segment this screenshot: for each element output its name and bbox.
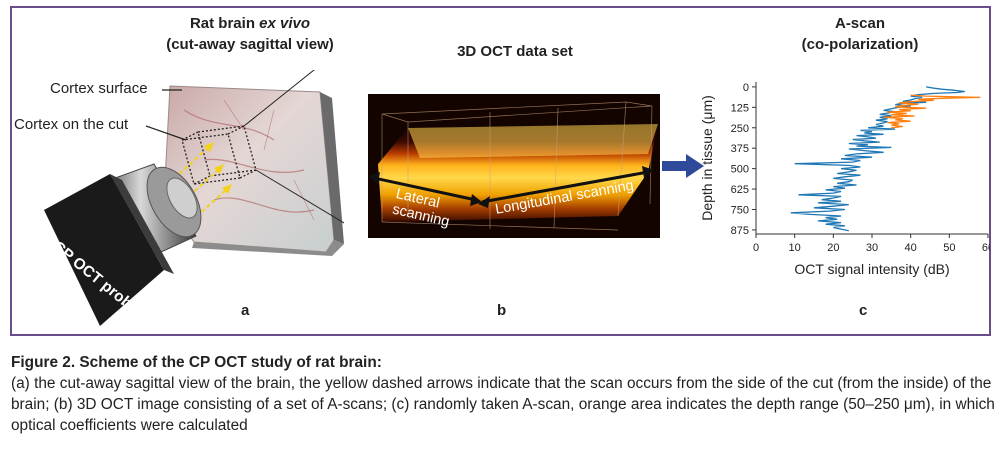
- x-axis-label: OCT signal intensity (dB): [794, 261, 949, 277]
- caption-title: Figure 2. Scheme of the CP OCT study of …: [11, 354, 382, 371]
- cortex-cut-leader: [145, 125, 187, 141]
- panel-c-title: A-scan (co-polarization): [760, 13, 960, 55]
- zoom-line-top: [243, 70, 315, 127]
- panel-a-title-italic: ex vivo: [259, 15, 311, 32]
- y-tick-label: 250: [731, 123, 749, 135]
- a-scan-chart: 0 125 250 375 500 625 750 875 0 10 20 30 40 50 60OCT s…: [699, 82, 990, 277]
- x-tick-label: 0: [753, 242, 759, 254]
- series-line-0: [790, 86, 965, 232]
- zoom-line-bottom: [255, 169, 344, 224]
- series-line-1: [883, 94, 981, 129]
- figure-frame: [10, 6, 991, 336]
- x-tick-label: 50: [943, 242, 955, 254]
- figure-caption: Figure 2. Scheme of the CP OCT study of …: [11, 352, 995, 436]
- x-tick-label: 30: [866, 242, 878, 254]
- panel-c-letter: c: [859, 302, 868, 319]
- y-axis-label: Depth in tissue (μm): [699, 95, 715, 221]
- cortex-surface-label: Cortex surface: [50, 80, 148, 97]
- panel-b-title: 3D OCT data set: [457, 43, 573, 60]
- oct-probe: [44, 163, 202, 326]
- panel-c-title-line1: A-scan: [834, 15, 886, 32]
- panel-a-letter: a: [241, 302, 250, 319]
- y-tick-label: 625: [731, 184, 749, 196]
- right-arrow-icon: [662, 154, 704, 178]
- x-tick-label: 20: [827, 242, 839, 254]
- panel-a-title-prefix: Rat brain: [189, 15, 260, 32]
- y-tick-label: 500: [731, 164, 749, 176]
- lateral-scanning-arrow: [368, 172, 482, 206]
- x-tick-label: 10: [789, 242, 801, 254]
- y-tick-label: 0: [743, 82, 749, 94]
- y-tick-label: 750: [731, 204, 749, 216]
- panel-c-title-line2: (co-polarization): [801, 36, 919, 53]
- cortex-cut-label: Cortex on the cut: [14, 116, 129, 133]
- panel-a-title: Rat brain ex vivo (cut-away sagittal vie…: [125, 13, 375, 55]
- x-tick-label: 40: [905, 242, 917, 254]
- y-tick-label: 875: [731, 225, 749, 237]
- oct-3d-image: [368, 94, 660, 238]
- scan-volume-cube: [181, 125, 257, 185]
- panel-a-title-line2: (cut-away sagittal view): [166, 36, 334, 53]
- panel-b-letter: b: [497, 302, 507, 319]
- pipeline-arrow: [662, 154, 704, 178]
- longitudinal-scanning-arrow: [478, 166, 654, 208]
- x-tick-label: 60: [982, 242, 990, 254]
- brain-slab: [163, 85, 344, 256]
- y-tick-label: 375: [731, 143, 749, 155]
- y-tick-label: 125: [731, 102, 749, 114]
- caption-body: (a) the cut-away sagittal view of the br…: [11, 375, 995, 434]
- panel-a-illustration: [44, 70, 344, 326]
